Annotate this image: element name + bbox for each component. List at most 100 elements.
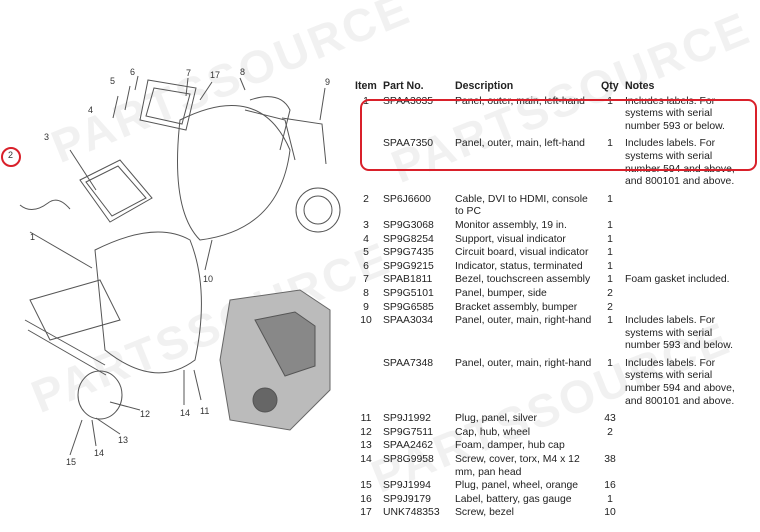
cell-notes (622, 260, 752, 274)
callout-7: 7 (186, 68, 191, 78)
cell-item: 9 (363, 301, 369, 313)
cell-qty: 2 (607, 301, 613, 313)
cell-desc: Monitor assembly, 19 in. (455, 219, 567, 231)
cell-part: SP9G9215 (383, 260, 434, 272)
cell-part: SPAA3034 (383, 315, 434, 327)
cell-qty: 16 (604, 480, 616, 492)
cell-item: 13 (360, 440, 372, 452)
table-row: 10 SPAA3034 Panel, outer, main, right-hand… (352, 314, 752, 353)
cell-qty: 2 (607, 426, 613, 438)
cell-part: SP9J1994 (383, 480, 431, 492)
cell-desc: Panel, bumper, side (455, 287, 547, 299)
cell-notes (622, 426, 752, 440)
callout-14a: 14 (180, 408, 190, 418)
table-row: 17 UNK748353 Screw, bezel 10 (352, 506, 752, 520)
cell-qty: 1 (607, 138, 613, 150)
cable-part (19, 199, 71, 210)
cell-item: 10 (360, 315, 372, 327)
cell-item: 14 (360, 454, 372, 466)
cell-qty: 38 (604, 454, 616, 466)
cell-item (352, 353, 380, 408)
callout-14b: 14 (94, 448, 104, 458)
cell-item: 12 (360, 426, 372, 438)
cell-item: 17 (360, 507, 372, 519)
cell-part: SP9G8254 (383, 233, 434, 245)
cell-qty: 1 (607, 357, 613, 369)
cell-qty: 1 (607, 233, 613, 245)
callout-2: 2 (8, 150, 14, 160)
cell-desc: Bezel, touchscreen assembly (455, 274, 591, 286)
cell-desc: Indicator, status, terminated (455, 260, 583, 272)
cell-desc: Screw, bezel (455, 507, 514, 519)
cell-desc: Foam, damper, hub cap (455, 440, 565, 452)
cell-qty: 10 (604, 507, 616, 519)
cell-item: 6 (363, 260, 369, 272)
header-notes: Notes (625, 80, 655, 92)
callout-4: 4 (88, 105, 93, 115)
cell-notes: Includes labels. For systems with serial… (625, 357, 735, 407)
cell-part: SP9G7511 (383, 426, 434, 438)
callout-3: 3 (44, 132, 49, 142)
cell-part: SP9G6585 (383, 301, 434, 313)
cell-item: 5 (363, 247, 369, 259)
cell-part: SP9G7435 (383, 247, 434, 259)
cell-part: SP9J1992 (383, 413, 431, 425)
cell-part: SP6J6600 (383, 193, 431, 205)
cell-qty: 1 (607, 315, 613, 327)
cell-part: UNK748353 (383, 507, 440, 519)
cell-desc: Panel, outer, main, left-hand (455, 138, 585, 150)
cell-item: 15 (360, 480, 372, 492)
cell-part: SP9J9179 (383, 493, 431, 505)
header-qty: Qty (601, 80, 619, 92)
header-item: Item (355, 80, 377, 92)
cell-notes (622, 219, 752, 233)
item-2-highlight-circle (1, 147, 21, 167)
row-highlight-box (360, 99, 757, 171)
cell-notes (622, 439, 752, 453)
monitor-part (79, 159, 153, 223)
cell-item: 11 (360, 413, 372, 425)
cell-desc: Panel, outer, main, left-hand (455, 95, 585, 107)
exploded-view-diagram: 6 5 4 7 17 8 9 3 1 10 12 13 14 11 14 15 (19, 67, 341, 467)
cell-desc: Plug, panel, silver (455, 413, 538, 425)
cell-notes: Includes labels. For systems with serial… (625, 95, 725, 132)
right-panel-part (177, 105, 291, 241)
cell-item: 4 (363, 233, 369, 245)
cell-desc: Plug, panel, wheel, orange (455, 480, 579, 492)
table-row: 15 SP9J1994 Plug, panel, wheel, orange 16 (352, 479, 752, 493)
cell-desc: Circuit board, visual indicator (455, 247, 589, 259)
cell-notes (622, 246, 752, 260)
cell-notes (622, 493, 752, 507)
cell-qty (598, 439, 622, 453)
cell-notes (622, 408, 752, 426)
header-part: Part No. (383, 80, 424, 92)
cell-desc: Label, battery, gas gauge (455, 493, 572, 505)
cell-notes: Foam gasket included. (625, 274, 730, 286)
callout-6: 6 (130, 67, 135, 77)
cell-part: SPAA7348 (383, 357, 434, 369)
cell-part: SP9G5101 (383, 287, 434, 299)
callout-17: 17 (210, 70, 220, 80)
cell-qty: 1 (607, 247, 613, 259)
cell-part: SPAA7350 (383, 138, 434, 150)
callout-8: 8 (240, 67, 245, 77)
cell-part: SPAB1811 (383, 274, 433, 286)
callout-12: 12 (140, 409, 150, 419)
cell-desc: Panel, outer, main, right-hand (455, 357, 592, 369)
cell-desc: Screw, cover, torx, M4 x 12 mm, pan head (455, 454, 580, 478)
cell-desc: Cable, DVI to HDMI, console to PC (455, 193, 588, 218)
cell-desc: Bracket assembly, bumper (455, 301, 578, 313)
cell-notes (622, 189, 752, 219)
cell-notes (622, 453, 752, 479)
cell-desc: Panel, outer, main, right-hand (455, 315, 592, 327)
